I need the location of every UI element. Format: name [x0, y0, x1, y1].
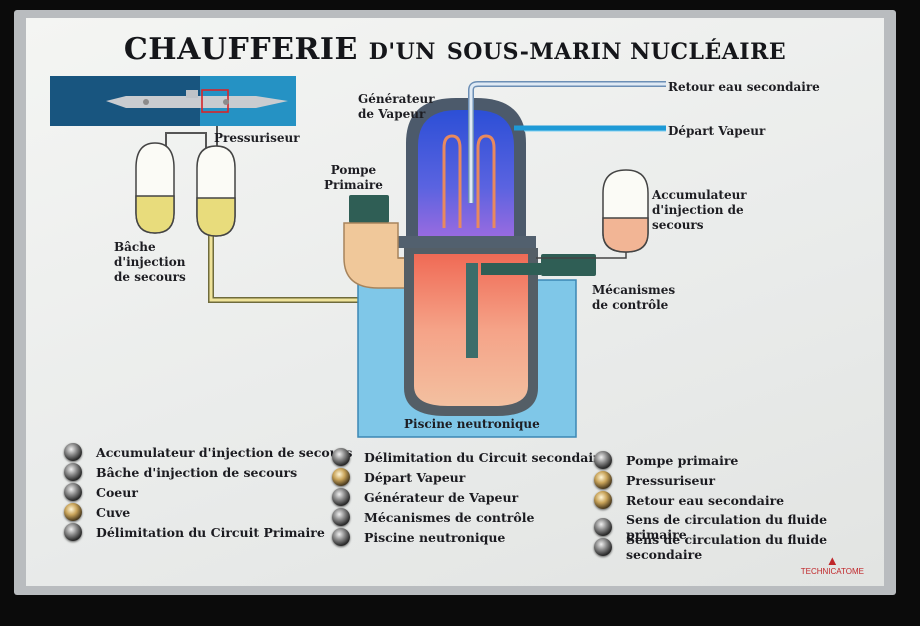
- technicatome-logo: ▲ TECHNICATOME: [801, 555, 864, 576]
- bache-tank: [136, 143, 174, 233]
- label-piscine: Piscine neutronique: [404, 417, 540, 432]
- label-pressuriseur: Pressuriseur: [214, 131, 300, 146]
- legend-button[interactable]: [64, 463, 82, 481]
- legend-item[interactable]: Retour eau secondaire: [594, 491, 784, 509]
- legend-button[interactable]: [332, 488, 350, 506]
- legend-item[interactable]: Cuve: [64, 503, 130, 521]
- legend-item[interactable]: Délimitation du Circuit Primaire: [64, 523, 325, 541]
- legend-item[interactable]: Mécanismes de contrôle: [332, 508, 534, 526]
- legend-item[interactable]: Piscine neutronique: [332, 528, 505, 546]
- legend-item[interactable]: Bâche d'injection de secours: [64, 463, 297, 481]
- legend-item[interactable]: Coeur: [64, 483, 138, 501]
- label-retour: Retour eau secondaire: [668, 80, 820, 95]
- legend-button[interactable]: [594, 491, 612, 509]
- submarine-illustration: [50, 76, 296, 126]
- legend-item[interactable]: Générateur de Vapeur: [332, 488, 518, 506]
- legend-item[interactable]: Pressuriseur: [594, 471, 715, 489]
- legend-button[interactable]: [594, 538, 612, 556]
- legend-item[interactable]: Pompe primaire: [594, 451, 738, 469]
- legend-button[interactable]: [594, 471, 612, 489]
- legend-button[interactable]: [332, 468, 350, 486]
- label-depart: Départ Vapeur: [668, 124, 765, 139]
- legend-button[interactable]: [64, 443, 82, 461]
- legend-button[interactable]: [64, 483, 82, 501]
- legend-button[interactable]: [64, 523, 82, 541]
- accumulator-tank: [536, 170, 648, 258]
- legend-button[interactable]: [332, 448, 350, 466]
- legend-item[interactable]: Délimitation du Circuit secondaire: [332, 448, 608, 466]
- legend-button[interactable]: [594, 451, 612, 469]
- legend-button[interactable]: [332, 528, 350, 546]
- logo-mark-icon: ▲: [801, 555, 864, 567]
- legend-button[interactable]: [332, 508, 350, 526]
- pressuriseur-tank: [197, 146, 235, 236]
- legend-button[interactable]: [64, 503, 82, 521]
- legend-item[interactable]: Accumulateur d'injection de secours: [64, 443, 352, 461]
- legend-item[interactable]: Départ Vapeur: [332, 468, 465, 486]
- display-panel: CHAUFFERIE D'UN SOUS-MARIN NUCLÉAIRE: [26, 18, 884, 586]
